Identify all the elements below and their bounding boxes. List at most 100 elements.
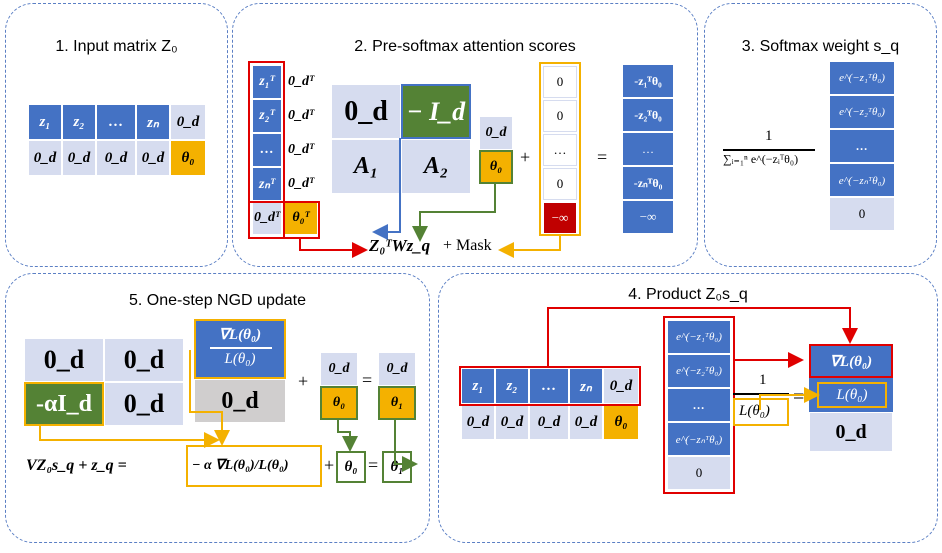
v-bot-mid: 0_d: [104, 382, 184, 426]
mask-cell: …: [543, 134, 577, 166]
frac-num: 1: [765, 128, 773, 144]
vec-top-den: L(θ₀): [224, 351, 256, 367]
plus-sign: +: [520, 147, 531, 167]
cell: …: [96, 104, 136, 140]
cell: zₙ: [136, 104, 170, 140]
eq-term: − α ∇L(θ₀)/L(θ₀): [192, 458, 289, 473]
v-top-mid: 0_d: [104, 338, 184, 382]
mask-cell-neg-inf: −∞: [543, 202, 577, 234]
eq-eq: =: [368, 455, 379, 475]
panel1-title: 1. Input matrix Z₀: [55, 38, 178, 55]
frac-num: 1: [759, 372, 767, 388]
cell: 0_d: [28, 140, 62, 176]
eq-lhs: VZ₀s_q + z_q =: [26, 457, 127, 474]
panel2-title: 2. Pre-softmax attention scores: [354, 38, 576, 55]
cell: z₁ᵀ: [252, 65, 282, 99]
cell: 0_d: [62, 140, 96, 176]
frac-den: ∑ᵢ₌₁ⁿ e^(−zᵢᵀθ₀): [723, 152, 799, 166]
cell: e^(−z₂ᵀθ₀): [667, 354, 731, 388]
eq-theta1: θ₁: [382, 451, 412, 483]
cell: z₂ᵀ: [252, 99, 282, 133]
zq-theta0: θ₀: [479, 150, 513, 184]
cell: e^(−z₁ᵀθ₀): [667, 320, 731, 354]
equals-sign: =: [362, 370, 373, 390]
panel-product: 4. Product Z₀s_q z₁ z₂ … zₙ 0_d 0_d 0_d …: [438, 273, 938, 543]
panel-softmax: 3. Softmax weight s_q 1 ∑ᵢ₌₁ⁿ e^(−zᵢᵀθ₀)…: [704, 3, 937, 267]
panel5-title: 5. One-step NGD update: [129, 292, 306, 309]
cell-theta0: θ₀: [170, 140, 206, 176]
eq-term-box: − α ∇L(θ₀)/L(θ₀): [186, 445, 322, 487]
vec-top-num: ∇L(θ₀): [218, 327, 262, 343]
cell: zₙᵀ: [252, 167, 282, 201]
equals-sign: =: [597, 147, 608, 167]
mask-vector: 0 0 … 0 −∞: [539, 62, 581, 236]
eq-plus: +: [324, 455, 335, 475]
panel4-title: 4. Product Z₀s_q: [628, 286, 748, 303]
zq-top: 0_d: [479, 116, 513, 150]
cell: zₙ: [569, 368, 603, 404]
panel-ngd-update: 5. One-step NGD update 0_d 0_d -αI_d 0_d…: [5, 273, 430, 543]
w-matrix: 0_d − I_d A₁ A₂: [331, 84, 471, 194]
cell: …: [252, 133, 282, 167]
cell: z₂: [495, 368, 529, 404]
w-bot-left: A₁: [331, 139, 401, 194]
mask-cell: 0: [543, 100, 577, 132]
w-bot-right: A₂: [401, 139, 471, 194]
result-cell: -z₁ᵀθ₀: [622, 64, 674, 98]
panel-pre-softmax: 2. Pre-softmax attention scores z₁ᵀ z₂ᵀ …: [232, 3, 698, 267]
v-bot-left: -αI_d: [24, 382, 104, 426]
w-top-right: − I_d: [401, 84, 471, 139]
out-grad: ∇L(θ₀): [809, 344, 893, 378]
result-cell: -z₂ᵀθ₀: [622, 98, 674, 132]
w-top-left: 0_d: [331, 84, 401, 139]
eq-theta0: θ₀: [336, 451, 366, 483]
out-loss-value: L(θ₀): [817, 382, 887, 408]
softmax-cell: e^(−z₁ᵀθ₀): [829, 61, 895, 95]
res-top: 0_d: [378, 352, 416, 386]
plus-sign: +: [298, 371, 309, 391]
frac-den: L(θ₀): [739, 403, 770, 419]
frac-bar: [723, 149, 815, 151]
cell: 0_dᵀ: [252, 201, 282, 235]
cell: 0_dᵀ: [284, 65, 318, 99]
cell: 0_d: [495, 404, 529, 440]
red-outline: [459, 366, 641, 406]
cell: e^(−zₙᵀθ₀): [667, 422, 731, 456]
panel3-title: 3. Softmax weight s_q: [741, 38, 900, 55]
softmax-cell: e^(−z₂ᵀθ₀): [829, 95, 895, 129]
z0-transpose-matrix: z₁ᵀ z₂ᵀ … zₙᵀ 0_dᵀ 0_dᵀ 0_dᵀ 0_dᵀ 0_dᵀ θ…: [248, 61, 320, 239]
result-cell: …: [622, 132, 674, 166]
result-cell: -zₙᵀθ₀: [622, 166, 674, 200]
formula-zwzq: Z₀ᵀWz_q: [369, 236, 431, 255]
cell: 0_d: [96, 140, 136, 176]
equals-sign: =: [793, 386, 805, 408]
cell: 0_d: [136, 140, 170, 176]
cell-theta0: θ₀: [603, 404, 639, 440]
cell: z₁: [28, 104, 62, 140]
formula-mask: + Mask: [443, 237, 492, 254]
cell: 0_d: [461, 404, 495, 440]
mask-cell: 0: [543, 66, 577, 98]
frac-den-box: L(θ₀): [733, 398, 789, 426]
cell: 0_dᵀ: [284, 99, 318, 133]
zq-top: 0_d: [320, 352, 358, 386]
panel-input-matrix: 1. Input matrix Z₀ z₁ z₂ … zₙ 0_d 0_d 0_…: [5, 3, 228, 267]
cell: 0: [667, 456, 731, 490]
res-theta1: θ₁: [378, 386, 416, 420]
cell: 0_d: [569, 404, 603, 440]
cell: …: [529, 368, 569, 404]
vec-frac-bar: [210, 347, 272, 349]
cell: z₁: [461, 368, 495, 404]
red-outline: [248, 201, 320, 239]
cell: …: [667, 388, 731, 422]
cell: 0_dᵀ: [284, 167, 318, 201]
v-top-left: 0_d: [24, 338, 104, 382]
softmax-cell: …: [829, 129, 895, 163]
cell: 0_d: [529, 404, 569, 440]
mask-cell: 0: [543, 168, 577, 200]
zq-theta0: θ₀: [320, 386, 358, 420]
softmax-cell: 0: [829, 197, 895, 231]
cell: z₂: [62, 104, 96, 140]
vec-bot: 0_d: [194, 379, 286, 423]
softmax-cell: e^(−zₙᵀθ₀): [829, 163, 895, 197]
